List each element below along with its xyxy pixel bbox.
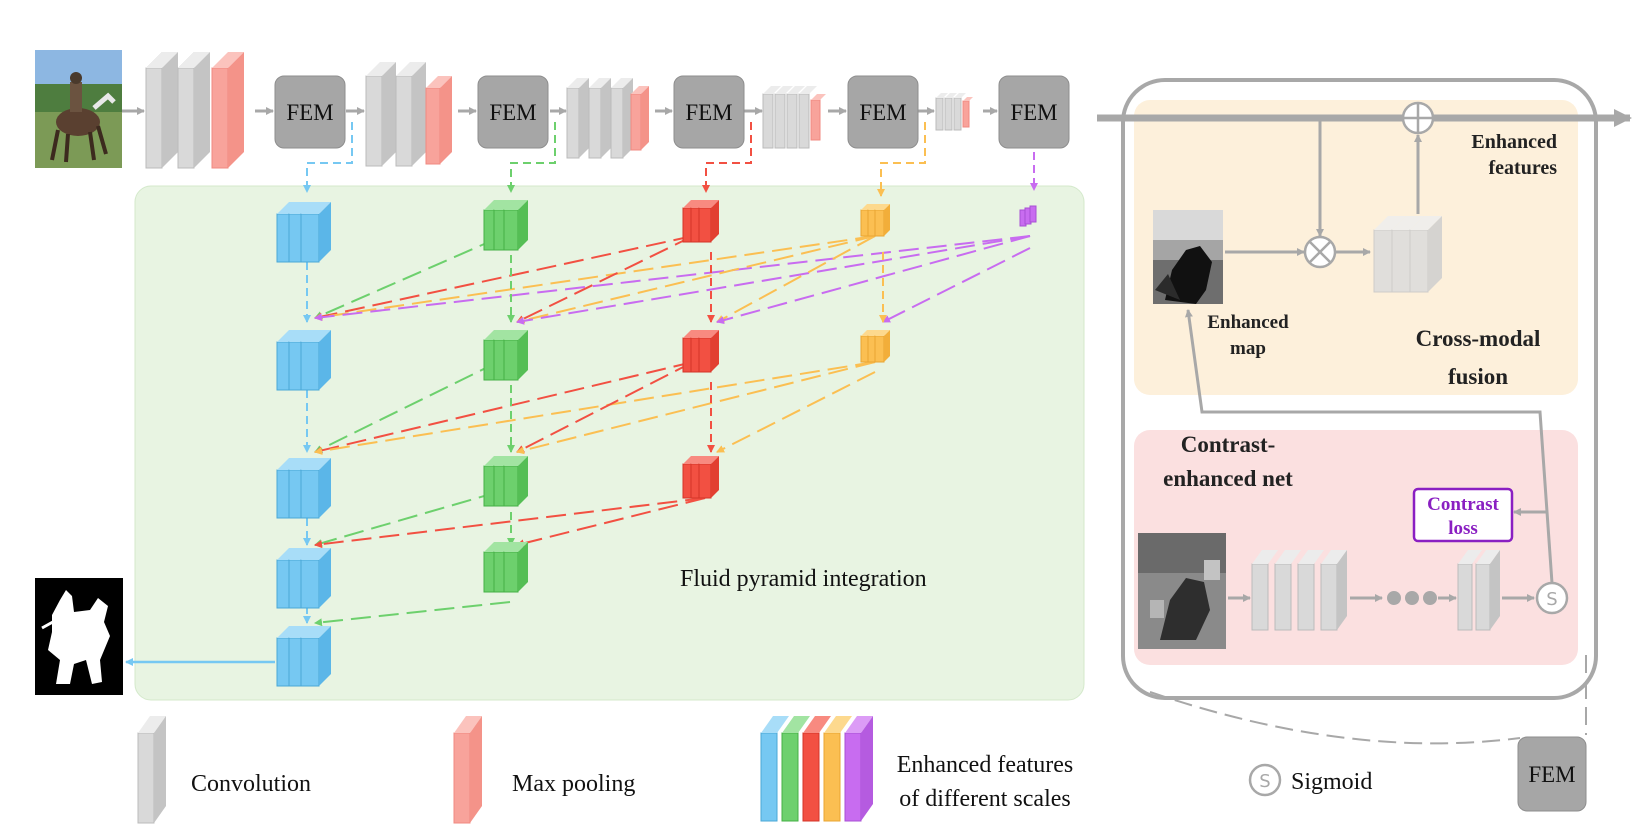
feature-block-purple-1: [1019, 205, 1037, 227]
fem-to-pyramid-links: [303, 122, 1038, 197]
enhanced-map-label-line2: map: [1230, 338, 1266, 359]
contrast-net-title-line1: Contrast-: [1181, 432, 1276, 457]
contrast-conv-block-2: [1457, 550, 1500, 631]
fusion-conv-block: [1373, 216, 1442, 293]
enhanced-map-image: [1153, 210, 1223, 304]
feature-block-red-3: [682, 456, 719, 499]
conv-stage-3: [566, 78, 649, 159]
feature-block-orange-1: [860, 204, 890, 237]
sigmoid-node-symbol: S: [1546, 589, 1557, 610]
contrast-loss-label-line2: loss: [1448, 518, 1478, 539]
fem-label-1: FEM: [286, 100, 333, 125]
legend-fem-label: FEM: [1528, 762, 1575, 787]
feature-block-red-1: [682, 200, 719, 243]
fem-label-4: FEM: [859, 100, 906, 125]
conv-stage-5: [935, 93, 973, 131]
legend-convolution-label: Convolution: [191, 771, 311, 797]
fem-box-3: [673, 75, 745, 149]
contrast-loss-label-line1: Contrast: [1427, 494, 1499, 515]
feature-block-blue-2: [276, 330, 331, 391]
feature-block-blue-5: [276, 626, 331, 687]
fem-label-5: FEM: [1010, 100, 1057, 125]
legend-fem-box: [1517, 736, 1587, 812]
fem-box-1: [274, 75, 346, 149]
pyramid-connections: [314, 235, 1031, 627]
conv-stage-4: [762, 86, 826, 149]
enhanced-features-label-line2: features: [1489, 157, 1558, 179]
feature-block-green-1: [483, 200, 528, 251]
legend-convolution-icon: [137, 716, 166, 824]
contrast-loss-box: [1412, 487, 1514, 543]
ellipsis-dot-3: [1423, 591, 1437, 605]
legend-enhanced-features-label-line2: of different scales: [899, 786, 1070, 812]
enhanced-map-label-line1: Enhanced: [1207, 312, 1289, 333]
feature-block-red-2: [682, 330, 719, 373]
conv-stage-1: [145, 52, 244, 169]
feature-block-blue-4: [276, 548, 331, 609]
fem-label-2: FEM: [489, 100, 536, 125]
fem-label-3: FEM: [685, 100, 732, 125]
contrast-net-title-line2: enhanced net: [1163, 466, 1293, 491]
feature-block-blue-1: [276, 202, 331, 263]
input-image: [35, 50, 122, 168]
output-saliency-map: [35, 578, 123, 695]
fusion-title-line2: fusion: [1448, 364, 1508, 389]
contrast-conv-block-1: [1251, 550, 1347, 631]
feature-block-orange-2: [860, 330, 890, 363]
ellipsis-dot-2: [1405, 591, 1419, 605]
legend-sigmoid-icon: [1248, 763, 1282, 797]
fem-box-4: [847, 75, 919, 149]
fusion-panel: [1134, 100, 1578, 395]
pyramid-panel: [134, 185, 1085, 701]
conv-stage-2: [365, 62, 452, 167]
feature-block-green-4: [483, 542, 528, 593]
fusion-title-line1: Cross-modal: [1416, 326, 1541, 351]
feature-block-green-3: [483, 456, 528, 507]
multiply-icon: [1309, 241, 1331, 263]
legend-enhanced-features-icon: [760, 716, 873, 822]
enhanced-features-label-line1: Enhanced: [1471, 131, 1557, 153]
sigmoid-to-map-arrow: [1184, 309, 1554, 584]
legend-enhanced-features-label-line1: Enhanced features: [897, 752, 1074, 778]
grayscale-input-image: [1138, 533, 1226, 649]
add-icon: [1403, 103, 1433, 133]
fem-box-5: [998, 75, 1070, 149]
feature-block-green-2: [483, 330, 528, 381]
pyramid-label: Fluid pyramid integration: [680, 566, 927, 592]
legend-max-pooling-label: Max pooling: [512, 771, 635, 797]
legend-sigmoid-label: Sigmoid: [1291, 769, 1372, 795]
legend-sigmoid-symbol: S: [1259, 771, 1270, 792]
fem-detail-frame: [1121, 78, 1598, 700]
fem-box-2: [477, 75, 549, 149]
legend-max-pooling-icon: [453, 716, 482, 824]
fem-callout-line-left: [1149, 691, 1521, 745]
ellipsis-dot-1: [1387, 591, 1401, 605]
feature-block-blue-3: [276, 458, 331, 519]
